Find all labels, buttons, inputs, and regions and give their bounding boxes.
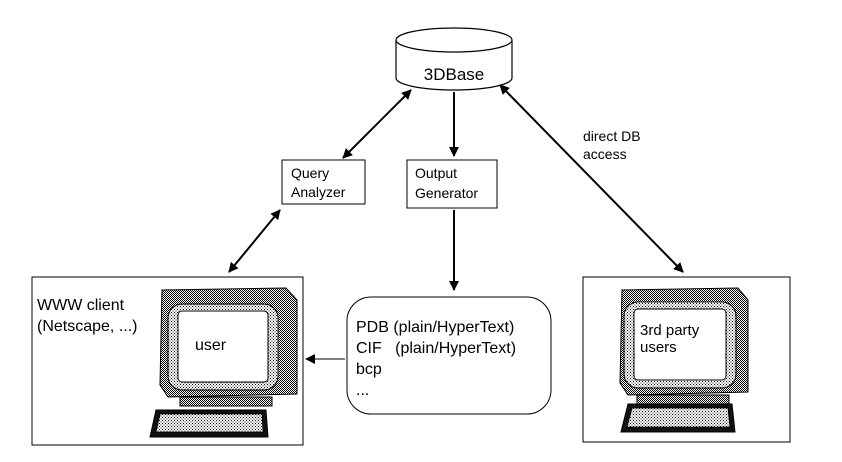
- format-item-4: ...: [356, 382, 369, 399]
- query-analyzer-label-line2: Analyzer: [291, 184, 346, 200]
- output-generator-box: Output Generator: [406, 159, 498, 209]
- output-generator-label-line2: Generator: [415, 185, 478, 201]
- query-analyzer-box: Query Analyzer: [281, 159, 366, 205]
- output-generator-label-line1: Output: [415, 165, 457, 181]
- query-analyzer-label-line1: Query: [291, 165, 329, 181]
- arrow-query-db: [342, 89, 412, 159]
- arrow-client-query: [228, 209, 281, 273]
- direct-access-label-line2: access: [583, 146, 627, 162]
- database-label: 3DBase: [424, 65, 484, 84]
- third-party-screen-label-line1: 3rd party: [640, 322, 700, 339]
- database-cylinder: 3DBase: [395, 27, 513, 91]
- third-party-panel: 3rd party users: [582, 276, 791, 443]
- computer-icon: [619, 287, 749, 433]
- format-item-2: CIF (plain/HyperText): [356, 340, 516, 357]
- user-screen-label: user: [195, 337, 227, 354]
- arrow-db-thirdparty: [499, 84, 684, 273]
- output-formats-box: PDB (plain/HyperText) CIF (plain/HyperTe…: [346, 296, 552, 415]
- third-party-screen-label-line2: users: [640, 339, 677, 356]
- www-client-label-line1: WWW client: [37, 297, 125, 314]
- www-client-label-line2: (Netscape, ...): [37, 318, 137, 335]
- format-item-1: PDB (plain/HyperText): [356, 319, 514, 336]
- computer-icon: [149, 287, 298, 438]
- www-client-panel: WWW client (Netscape, ...) user: [31, 276, 304, 446]
- format-item-3: bcp: [356, 361, 382, 378]
- direct-access-label-line1: direct DB: [583, 128, 641, 144]
